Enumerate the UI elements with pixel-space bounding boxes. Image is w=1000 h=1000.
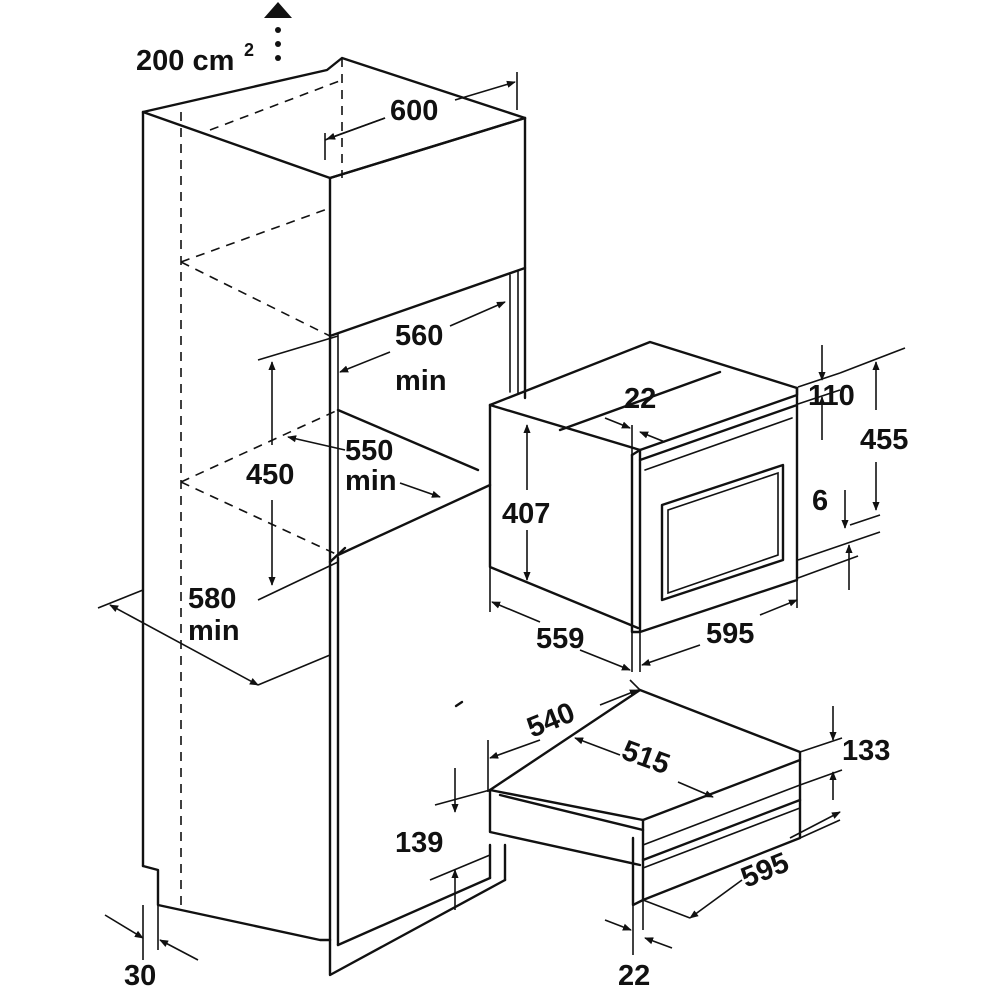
dim-drawer-515: 515 (574, 735, 714, 798)
svg-text:407: 407 (502, 498, 550, 530)
dim-oven-22-top: 22 (604, 383, 666, 455)
dim-width-600: 600 (324, 72, 518, 160)
svg-text:560: 560 (395, 320, 443, 352)
dim-oven-110: 110 (797, 345, 855, 440)
svg-text:600: 600 (390, 95, 438, 127)
tall-cabinet (141, 56, 527, 977)
svg-text:139: 139 (395, 827, 443, 859)
svg-text:min: min (345, 465, 397, 497)
svg-text:30: 30 (124, 960, 156, 992)
svg-text:580: 580 (188, 583, 236, 615)
svg-text:110: 110 (808, 380, 855, 412)
dim-niche-width-560: 560 min (339, 301, 506, 397)
svg-text:550: 550 (345, 435, 393, 467)
vent-arrow (264, 2, 292, 61)
svg-text:515: 515 (618, 735, 674, 782)
dim-oven-6: 6 (797, 485, 881, 590)
svg-text:200 cm: 200 cm (136, 45, 234, 77)
dim-oven-407: 407 (502, 424, 550, 581)
svg-text:22: 22 (618, 960, 650, 992)
dim-plinth-30: 30 (104, 905, 199, 992)
svg-text:595: 595 (737, 847, 794, 895)
svg-text:min: min (395, 365, 447, 397)
dim-drawer-133: 133 (799, 706, 890, 800)
svg-text:450: 450 (246, 459, 294, 491)
dim-niche-height-450: 450 (246, 335, 339, 601)
dim-oven-455: 455 (839, 347, 908, 526)
svg-text:595: 595 (706, 618, 754, 650)
vent-area-label: 200 cm 2 (136, 40, 254, 77)
dim-niche-depth-550: 550 min (287, 435, 441, 498)
svg-text:559: 559 (536, 623, 584, 655)
svg-text:22: 22 (624, 383, 656, 415)
dim-oven-559: 559 (489, 567, 633, 672)
svg-text:min: min (188, 615, 240, 647)
svg-text:2: 2 (244, 40, 254, 60)
svg-text:455: 455 (860, 424, 908, 456)
dim-oven-595: 595 (639, 580, 798, 672)
dim-drawer-595: 595 (642, 811, 841, 919)
dim-cabinet-depth-580: 580 min (97, 583, 331, 686)
warming-drawer (488, 688, 802, 907)
dim-drawer-22: 22 (604, 900, 673, 992)
svg-text:6: 6 (812, 485, 828, 517)
dim-drawer-139: 139 (395, 768, 491, 910)
svg-text:133: 133 (842, 735, 890, 767)
